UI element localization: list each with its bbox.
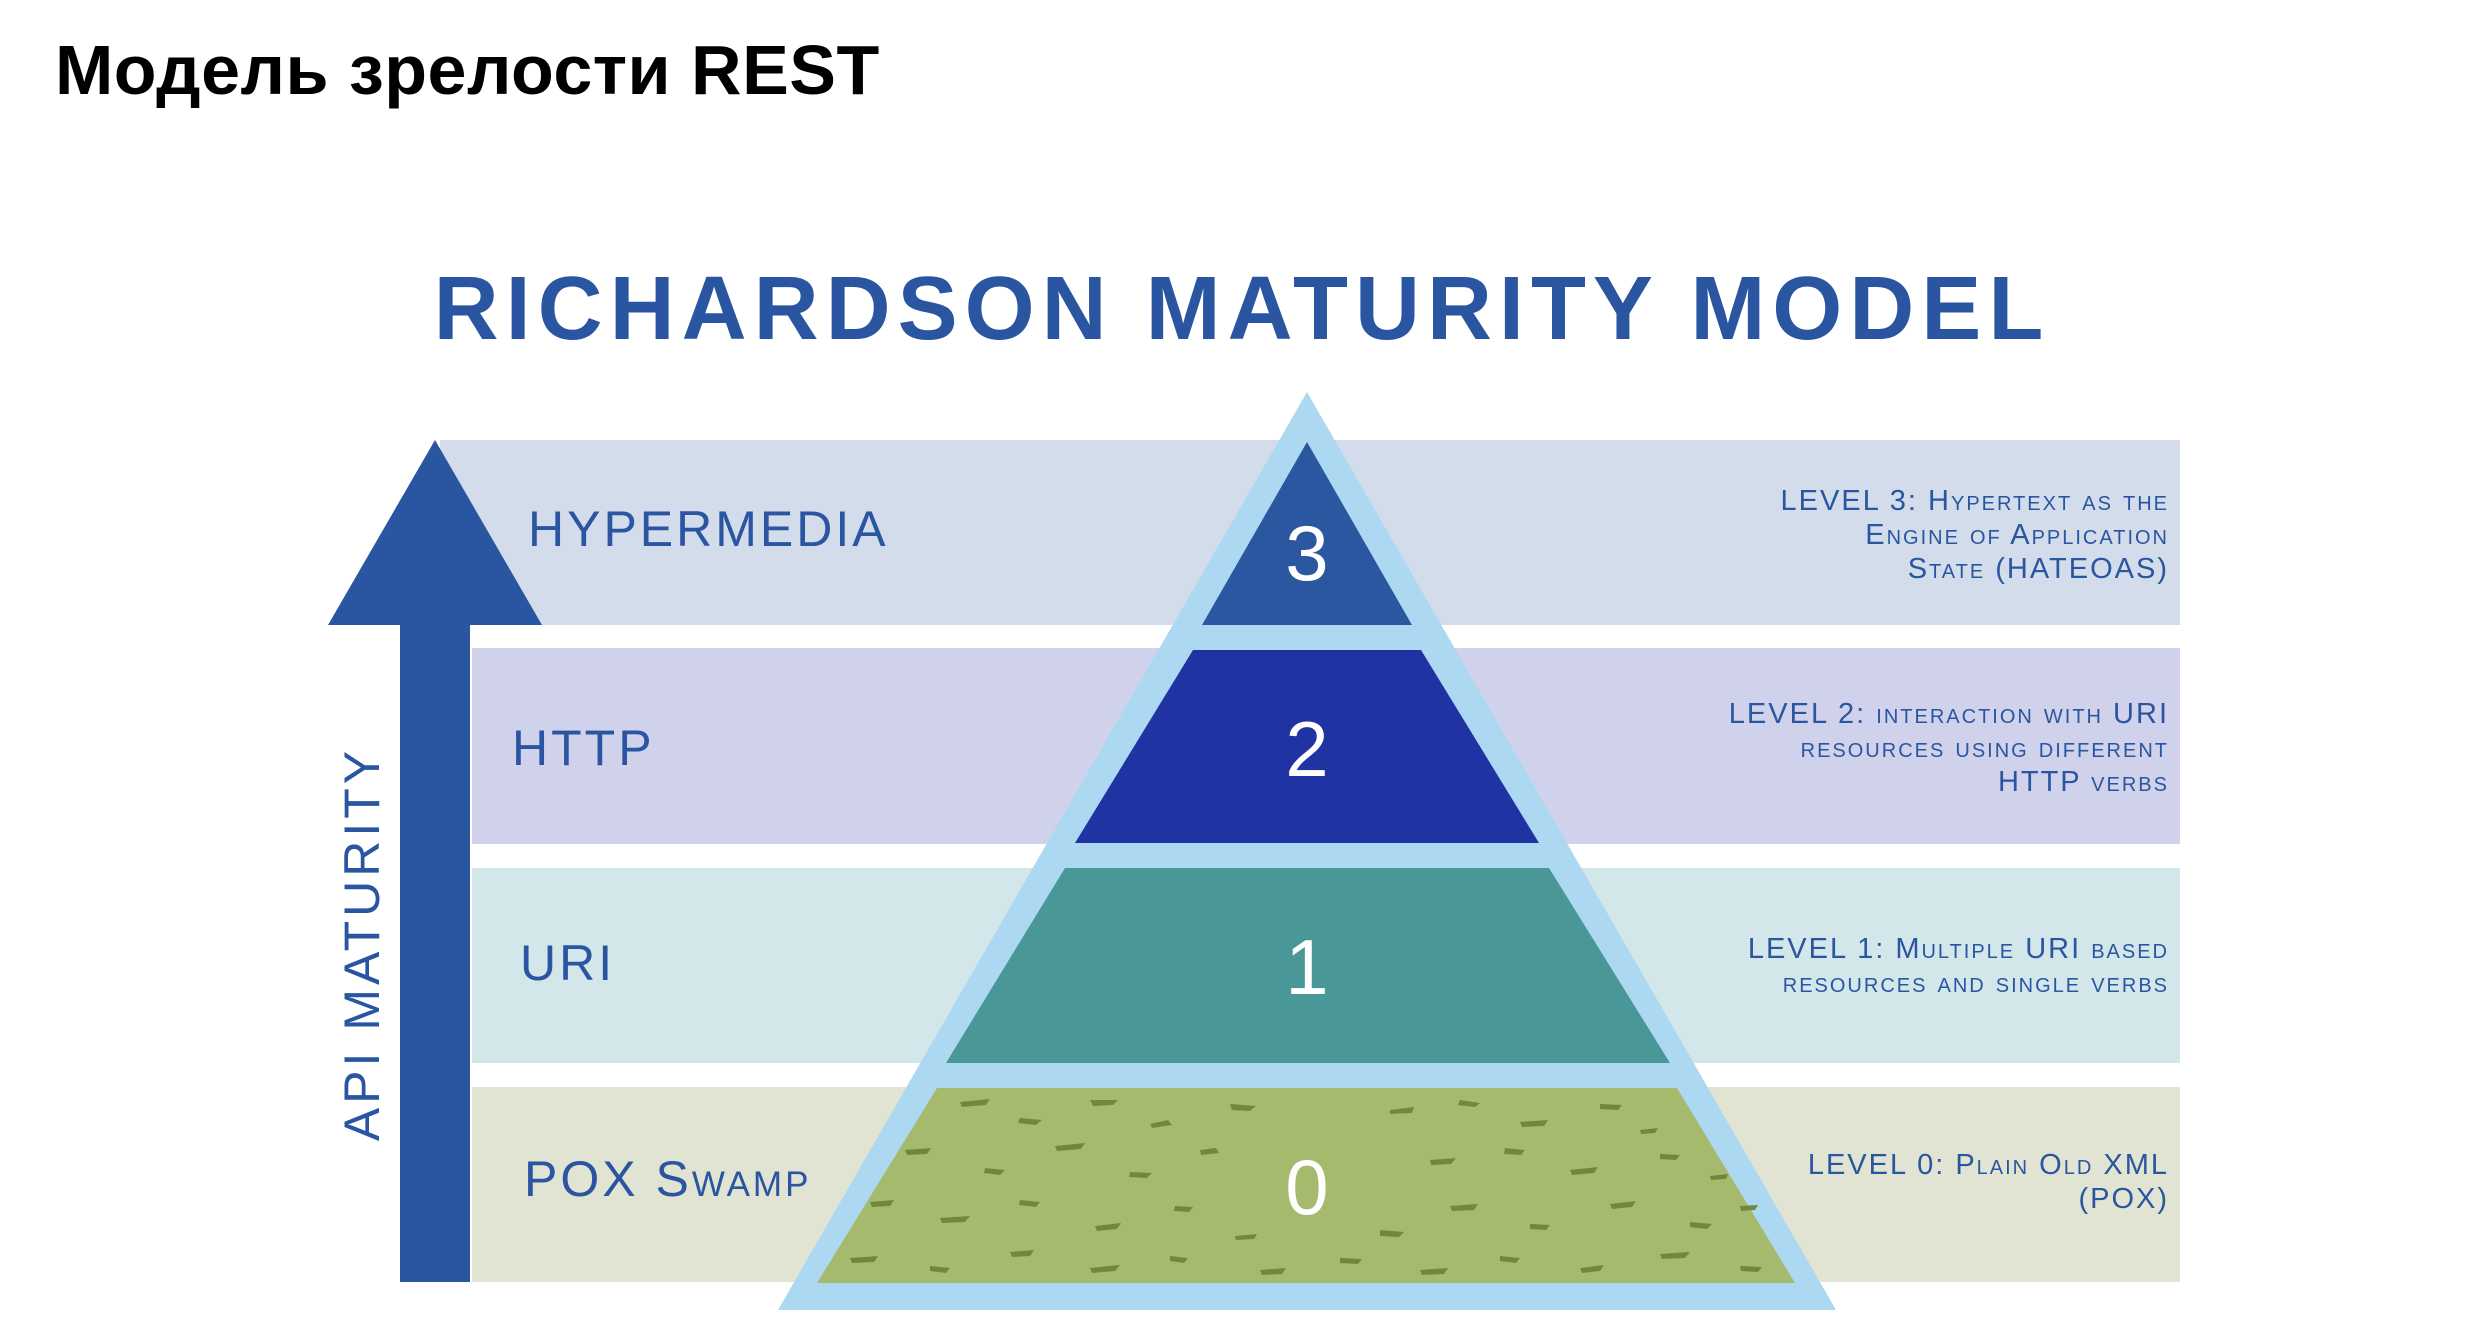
- level-number-3: 3: [1285, 509, 1329, 597]
- level-1-description: LEVEL 1: Multiple URI based resources an…: [1747, 933, 2169, 999]
- diagram-title: RICHARDSON MATURITY MODEL: [433, 259, 2051, 359]
- tier-level-0: [817, 1088, 1795, 1283]
- band-label-hypermedia: HYPERMEDIA: [528, 501, 889, 557]
- level-number-2: 2: [1285, 705, 1329, 793]
- level-2-description: LEVEL 2: interaction with URI resources …: [1728, 698, 2169, 798]
- level-number-1: 1: [1285, 923, 1329, 1011]
- tier-level-3: [1202, 442, 1412, 625]
- slide-title: Модель зрелости REST: [55, 31, 880, 109]
- band-label-uri: URI: [520, 935, 616, 991]
- tier-level-1: [946, 868, 1670, 1063]
- level-0-description: LEVEL 0: Plain Old XML (POX): [1807, 1149, 2169, 1215]
- up-arrow-icon: [328, 440, 542, 1282]
- pyramid-outline: [778, 392, 1836, 1310]
- level-number-0: 0: [1285, 1143, 1329, 1231]
- band-label-pox-swamp: POX Swamp: [524, 1151, 812, 1207]
- api-maturity-axis-label: API MATURITY: [334, 746, 390, 1142]
- tier-level-2: [1075, 650, 1539, 843]
- band-label-http: HTTP: [512, 720, 655, 776]
- level-3-description: LEVEL 3: Hypertext as the Engine of Appl…: [1780, 485, 2169, 585]
- swamp-texture: [850, 1099, 1762, 1275]
